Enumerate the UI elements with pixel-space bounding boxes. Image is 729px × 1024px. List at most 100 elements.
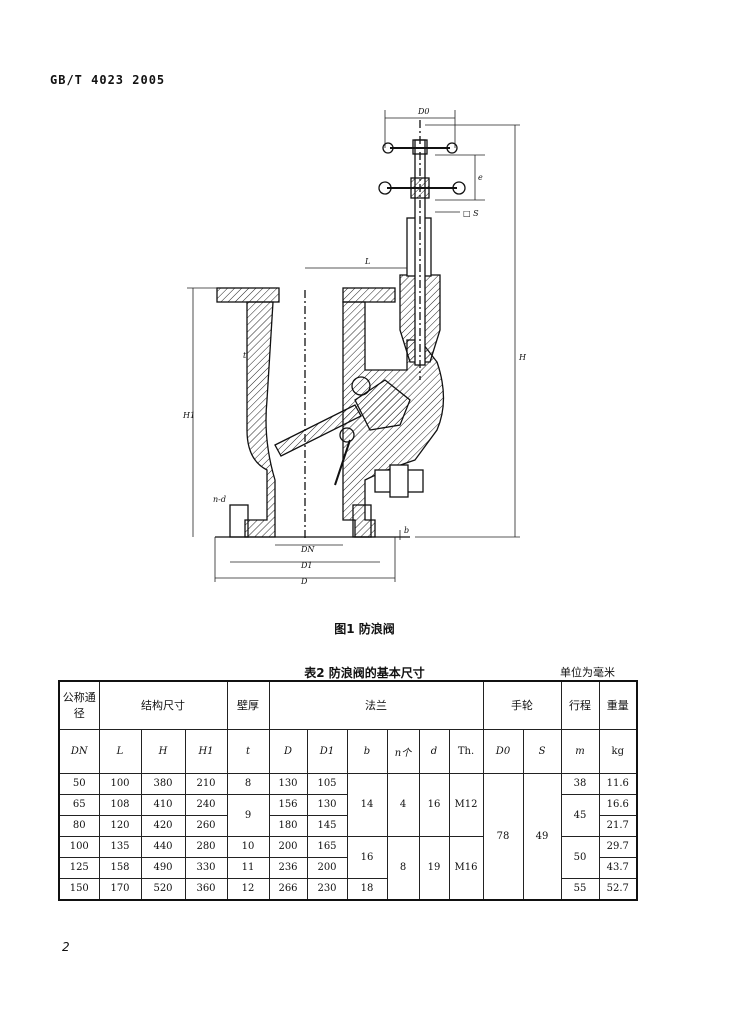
label-h: H	[518, 353, 527, 362]
header-nominal: 公称通径	[58, 680, 100, 730]
cell-dn: 80	[58, 814, 100, 837]
cell-wt: 16.6	[598, 793, 638, 816]
cell-dn: 100	[58, 835, 100, 858]
sub-t: t	[226, 728, 270, 774]
sub-d0: D0	[482, 728, 524, 774]
sub-d1: D1	[306, 728, 348, 774]
cell-d: 200	[268, 835, 308, 858]
cell-dd: 16	[418, 772, 450, 837]
unit-note: 单位为毫米	[560, 666, 615, 679]
sub-kg: kg	[598, 728, 638, 774]
cell-dd: 19	[418, 835, 450, 900]
cell-dn: 65	[58, 793, 100, 816]
sub-h: H	[140, 728, 186, 774]
page-number: 2	[62, 940, 70, 954]
label-d0-top: D0	[417, 107, 430, 116]
sub-dd: d	[418, 728, 450, 774]
figure-caption: 图1 防浪阀	[334, 622, 395, 636]
valve-drawing: D0 e □ S L t H H1 n-d b DN D1 D	[182, 107, 527, 586]
standard-code: GB/T 4023 2005	[50, 73, 166, 87]
label-t: t	[243, 351, 247, 360]
cell-wt: 43.7	[598, 856, 638, 879]
sub-d: D	[268, 728, 308, 774]
label-d1: D1	[300, 561, 313, 570]
sub-s: S	[522, 728, 562, 774]
sub-dn: DN	[58, 728, 100, 774]
cell-h: 520	[140, 877, 186, 900]
cell-d0: 78	[482, 772, 524, 900]
header-stroke: 行程	[560, 680, 600, 730]
cell-l: 158	[98, 856, 142, 879]
cell-m: 38	[560, 772, 600, 795]
header-structure: 结构尺寸	[98, 680, 228, 730]
cell-h: 380	[140, 772, 186, 795]
cell-d1: 130	[306, 793, 348, 816]
cell-m: 55	[560, 877, 600, 900]
label-e: e	[478, 173, 483, 182]
cell-d1: 145	[306, 814, 348, 837]
cell-dn: 150	[58, 877, 100, 900]
header-handwheel: 手轮	[482, 680, 562, 730]
cell-h1: 360	[184, 877, 228, 900]
sub-h1: H1	[184, 728, 228, 774]
cell-b: 18	[346, 877, 388, 900]
cell-l: 120	[98, 814, 142, 837]
label-dn: DN	[300, 545, 315, 554]
cell-h: 440	[140, 835, 186, 858]
label-nd: n-d	[213, 495, 226, 504]
cell-l: 100	[98, 772, 142, 795]
cell-d1: 200	[306, 856, 348, 879]
cell-t: 10	[226, 835, 270, 858]
cell-t: 8	[226, 772, 270, 795]
header-wall: 壁厚	[226, 680, 270, 730]
cell-h: 420	[140, 814, 186, 837]
cell-d1: 165	[306, 835, 348, 858]
cell-th: M16	[448, 835, 484, 900]
cell-t: 11	[226, 856, 270, 879]
label-h1: H1	[182, 411, 195, 420]
cell-l: 170	[98, 877, 142, 900]
cell-wt: 52.7	[598, 877, 638, 900]
sub-th: Th.	[448, 728, 484, 774]
cell-l: 108	[98, 793, 142, 816]
sub-m: m	[560, 728, 600, 774]
cell-n: 8	[386, 835, 420, 900]
cell-wt: 29.7	[598, 835, 638, 858]
cell-dn: 125	[58, 856, 100, 879]
table-title: 表2 防浪阀的基本尺寸	[304, 666, 425, 680]
cell-b: 14	[346, 772, 388, 837]
cell-d: 130	[268, 772, 308, 795]
cell-d: 266	[268, 877, 308, 900]
cell-b: 16	[346, 835, 388, 879]
cell-d: 180	[268, 814, 308, 837]
cell-d1: 230	[306, 877, 348, 900]
cell-s: 49	[522, 772, 562, 900]
cell-t: 12	[226, 877, 270, 900]
cell-d: 236	[268, 856, 308, 879]
cell-d1: 105	[306, 772, 348, 795]
label-s: □ S	[463, 209, 479, 218]
cell-h1: 210	[184, 772, 228, 795]
cell-m: 50	[560, 835, 600, 879]
header-flange: 法兰	[268, 680, 484, 730]
cell-wt: 11.6	[598, 772, 638, 795]
cell-l: 135	[98, 835, 142, 858]
sub-l: L	[98, 728, 142, 774]
cell-h1: 240	[184, 793, 228, 816]
cell-dn: 50	[58, 772, 100, 795]
cell-t: 9	[226, 793, 270, 837]
cell-m: 45	[560, 793, 600, 837]
cell-wt: 21.7	[598, 814, 638, 837]
cell-h1: 260	[184, 814, 228, 837]
cell-h1: 280	[184, 835, 228, 858]
cell-h: 410	[140, 793, 186, 816]
label-d: D	[300, 577, 308, 586]
cell-n: 4	[386, 772, 420, 837]
cell-d: 156	[268, 793, 308, 816]
cell-h: 490	[140, 856, 186, 879]
dimensions-table: 公称通径 结构尺寸 壁厚 法兰 手轮 行程 重量 DN L H H1 t D D…	[58, 680, 638, 901]
cell-h1: 330	[184, 856, 228, 879]
cell-th: M12	[448, 772, 484, 837]
label-b: b	[404, 526, 409, 535]
header-weight: 重量	[598, 680, 638, 730]
